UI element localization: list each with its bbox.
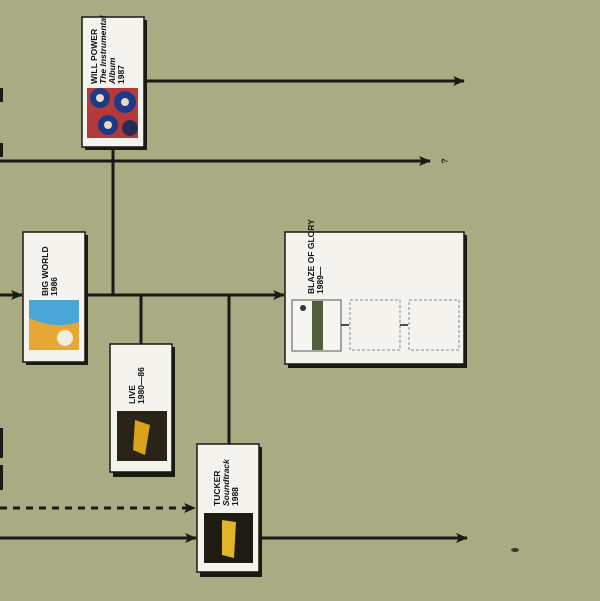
album-year: 1980—86 [136,367,146,404]
album-card-live[interactable]: LIVE 1980—86 [109,343,175,477]
album-title: WILL POWER [89,29,99,84]
album-title: LIVE [127,385,137,404]
speck [511,548,519,552]
album-year: 1987 [116,65,126,84]
album-cover-will-power [87,88,138,138]
album-title: BIG WORLD [40,246,50,296]
album-year: 1986 [49,277,59,296]
album-cover-tucker [204,513,253,563]
album-card-big-world[interactable]: BIG WORLD 1986 [22,231,88,365]
connector-lines [0,76,468,543]
unknown-marker: ? [439,158,449,163]
album-cover-blaze-of-glory [291,299,342,352]
album-subtitle-2: Album [107,57,117,85]
album-title: TUCKER [212,471,222,506]
album-cover-big-world [29,300,79,350]
album-cover-live [117,411,167,461]
album-card-tucker[interactable]: TUCKER Soundtrack 1988 [196,443,262,577]
album-card-blaze-of-glory[interactable]: BLAZE OF GLORY 1989— [284,219,467,368]
album-subtitle: The Instrumental [98,15,108,84]
edge-marks [0,88,3,490]
album-subtitle: Soundtrack [221,458,231,506]
album-year: 1988 [230,487,240,506]
placeholder-slot [408,299,460,351]
album-year: 1989— [315,266,325,294]
album-card-will-power[interactable]: WILL POWER The Instrumental Album 1987 [81,15,147,150]
album-title: BLAZE OF GLORY [306,219,316,294]
